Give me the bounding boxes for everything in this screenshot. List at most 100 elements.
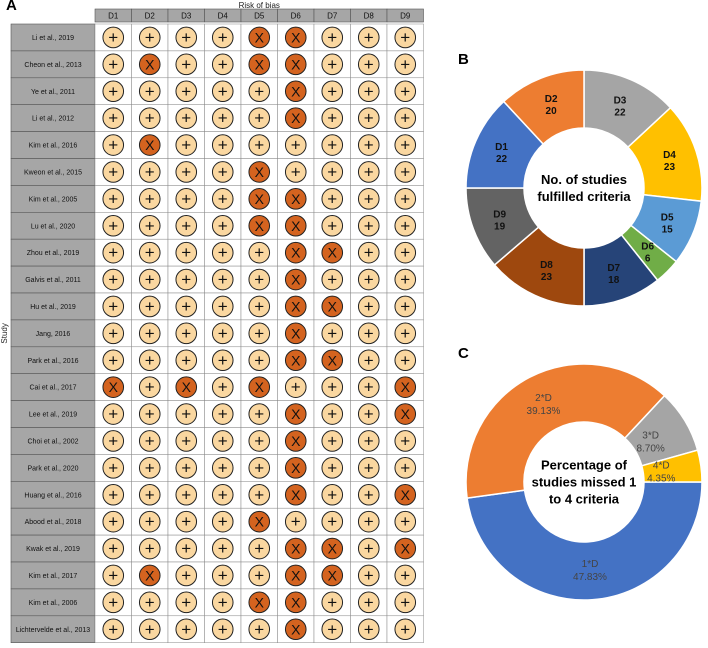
not-fulfilled-marker [138, 564, 161, 587]
plus-mark: + [145, 297, 155, 316]
fulfilled-marker [175, 349, 198, 372]
plus-mark: + [218, 351, 228, 370]
plus-mark: + [254, 405, 264, 424]
fulfilled-marker [138, 618, 161, 641]
not-fulfilled-marker [284, 591, 307, 614]
not-fulfilled-marker [248, 214, 271, 237]
plus-mark: + [145, 109, 155, 128]
plus-mark: + [218, 55, 228, 74]
fulfilled-marker [321, 161, 344, 183]
fulfilled-marker [321, 107, 344, 129]
fulfilled-marker [357, 161, 380, 183]
x-mark: X [291, 245, 301, 261]
study-label: Kim et al., 2017 [29, 573, 78, 580]
plus-mark: + [108, 324, 118, 343]
fulfilled-marker [102, 564, 125, 587]
x-mark: X [255, 594, 265, 610]
plus-mark: + [327, 324, 337, 343]
study-label: Abood et al., 2018 [25, 519, 82, 526]
not-fulfilled-marker [284, 322, 307, 345]
plus-mark: + [108, 162, 118, 181]
fulfilled-marker [175, 134, 198, 156]
plus-mark: + [108, 485, 118, 504]
x-mark: X [255, 218, 265, 234]
plus-mark: + [145, 270, 155, 289]
fulfilled-marker [102, 161, 125, 183]
plus-mark: + [218, 297, 228, 316]
plus-mark: + [254, 270, 264, 289]
x-mark: X [328, 298, 338, 314]
not-fulfilled-marker [248, 376, 271, 398]
fulfilled-marker [211, 161, 234, 183]
slice-value: 20 [546, 106, 558, 117]
plus-mark: + [108, 55, 118, 74]
plus-mark: + [181, 566, 191, 585]
fulfilled-marker [211, 268, 234, 291]
slice-value: 22 [614, 108, 626, 119]
plus-mark: + [364, 216, 374, 235]
plus-mark: + [181, 620, 191, 639]
plus-mark: + [291, 378, 301, 397]
fulfilled-marker [394, 241, 417, 264]
x-mark: X [255, 29, 265, 45]
plus-mark: + [218, 512, 228, 531]
fulfilled-marker [175, 564, 198, 587]
x-mark: X [328, 541, 338, 557]
plus-mark: + [108, 216, 118, 235]
plus-mark: + [108, 458, 118, 477]
fulfilled-marker [321, 430, 344, 452]
plus-mark: + [364, 512, 374, 531]
plus-mark: + [254, 458, 264, 477]
fulfilled-marker [102, 510, 125, 533]
fulfilled-marker [248, 537, 271, 560]
x-mark: X [291, 325, 301, 341]
not-fulfilled-marker [321, 349, 344, 372]
plus-mark: + [364, 324, 374, 343]
slice-label: 3*D [642, 430, 659, 441]
plus-mark: + [108, 109, 118, 128]
plus-mark: + [181, 270, 191, 289]
x-mark: X [401, 541, 411, 557]
plus-mark: + [145, 28, 155, 47]
plus-mark: + [400, 136, 410, 155]
x-mark: X [401, 379, 411, 395]
percentage-missed-donut-chart: 1*D47.83%2*D39.13%3*D8.70%4*D4.35%Percen… [465, 363, 703, 601]
fulfilled-marker [357, 295, 380, 318]
plus-mark: + [327, 82, 337, 101]
fulfilled-marker [394, 26, 417, 49]
study-label: Lee et al., 2019 [29, 412, 77, 419]
study-label-cell [10, 561, 96, 590]
fulfilled-marker [211, 295, 234, 318]
plus-mark: + [327, 431, 337, 450]
fulfilled-marker [102, 591, 125, 614]
not-fulfilled-marker [284, 537, 307, 560]
study-label-cell [10, 23, 96, 52]
fulfilled-marker [321, 322, 344, 345]
fulfilled-marker [175, 107, 198, 129]
fulfilled-marker [357, 564, 380, 587]
plus-mark: + [364, 485, 374, 504]
fulfilled-marker [175, 618, 198, 641]
fulfilled-marker [321, 376, 344, 398]
x-mark: X [145, 56, 155, 72]
plus-mark: + [254, 539, 264, 558]
fulfilled-marker [211, 349, 234, 372]
plus-mark: + [400, 55, 410, 74]
fulfilled-marker [175, 268, 198, 291]
plus-mark: + [327, 378, 337, 397]
fulfilled-marker [175, 53, 198, 76]
plus-mark: + [291, 512, 301, 531]
x-mark: X [145, 567, 155, 583]
fulfilled-marker [248, 618, 271, 641]
plus-mark: + [364, 351, 374, 370]
plus-mark: + [218, 189, 228, 208]
slice-label: 1*D [582, 559, 599, 570]
slice-label: 2*D [535, 393, 552, 404]
donut-center-text: studies missed 1 [532, 475, 637, 490]
fulfilled-marker [138, 591, 161, 614]
plus-mark: + [108, 351, 118, 370]
study-label-cell [10, 588, 96, 617]
plus-mark: + [254, 620, 264, 639]
plus-mark: + [218, 458, 228, 477]
